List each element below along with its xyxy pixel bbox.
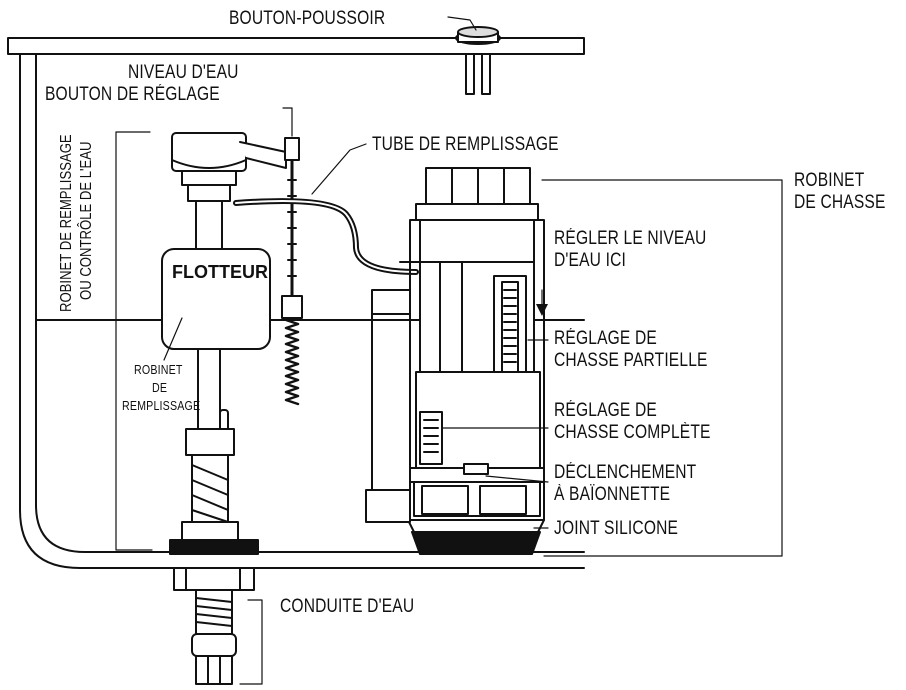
full-flush-label-line2: CHASSE COMPLÈTE bbox=[554, 422, 711, 443]
bayonet-label-line2: À BAÏONNETTE bbox=[554, 484, 671, 505]
leader-lines bbox=[115, 16, 783, 685]
water-supply-part bbox=[173, 567, 255, 685]
flush-valve-label-line2: DE CHASSE bbox=[794, 192, 886, 213]
flush-valve-assembly bbox=[365, 167, 545, 555]
set-water-level-label-line1: RÉGLER LE NIVEAU bbox=[554, 228, 707, 249]
fill-valve-small-label-1: ROBINET bbox=[134, 362, 183, 377]
set-water-level-label-line2: D'EAU ICI bbox=[554, 250, 626, 271]
water-supply-label: CONDUITE D'EAU bbox=[280, 596, 415, 617]
flush-valve-label-line1: ROBINET bbox=[794, 170, 865, 191]
fill-valve-vertical-label-1: ROBINET DE REMPLISSAGE bbox=[58, 134, 75, 312]
fill-valve-assembly bbox=[161, 132, 303, 555]
float-label: FLOTTEUR bbox=[172, 262, 268, 282]
push-button-label: BOUTON-POUSSOIR bbox=[229, 8, 386, 29]
fill-tube-label: TUBE DE REMPLISSAGE bbox=[372, 134, 559, 155]
fill-valve-vertical-label-2: OU CONTRÔLE DE L'EAU bbox=[78, 141, 95, 300]
partial-flush-label-line1: RÉGLAGE DE bbox=[554, 328, 657, 349]
water-level-label-line1: NIVEAU D'EAU bbox=[128, 62, 239, 83]
bayonet-label-line1: DÉCLENCHEMENT bbox=[554, 462, 697, 483]
water-level-label-line2: BOUTON DE RÉGLAGE bbox=[45, 84, 220, 105]
full-flush-label-line1: RÉGLAGE DE bbox=[554, 400, 657, 421]
push-button-part bbox=[455, 26, 501, 95]
partial-flush-label-line2: CHASSE PARTIELLE bbox=[554, 350, 708, 371]
fill-valve-small-label-3: REMPLISSAGE bbox=[122, 398, 201, 413]
tank-outline bbox=[19, 53, 585, 569]
silicone-seal-label: JOINT SILICONE bbox=[554, 518, 679, 539]
tank-lid bbox=[7, 37, 585, 55]
fill-valve-small-label-2: DE bbox=[152, 380, 168, 395]
